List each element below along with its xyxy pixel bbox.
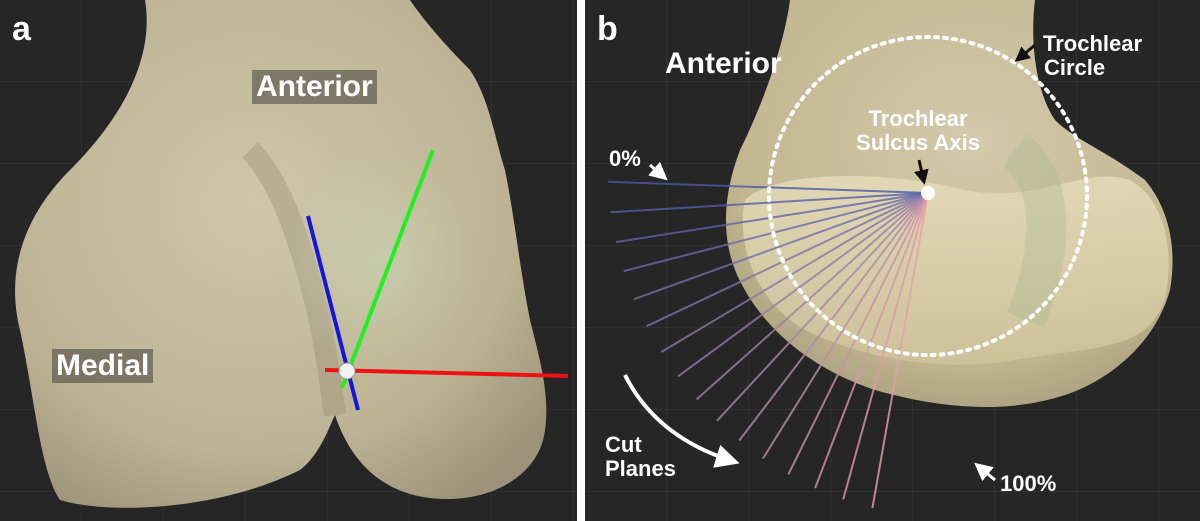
cut-planes-label: Cut Planes [605,433,676,481]
condyle-highlight [285,150,475,370]
label-anterior: Anterior [252,70,377,104]
label-anterior: Anterior [665,48,782,80]
label-medial: Medial [52,349,153,383]
zero-percent-label: 0% [609,147,641,171]
panel-b: b Anterior Trochlear Circle Trochlear Su… [585,0,1200,521]
panel-letter-a: a [12,12,31,46]
trochlear-circle-label-line1: Trochlear [1043,32,1142,56]
panel-letter-b: b [597,12,618,46]
trochlear-circle-label: Trochlear Circle [1043,32,1142,80]
sulcus-axis-label-line1: Trochlear [843,107,993,131]
cut-planes-label-line1: Cut [605,433,676,457]
cut-planes-label-line2: Planes [605,457,676,481]
sulcus-axis-label-line2: Sulcus Axis [843,131,993,155]
origin-marker [339,363,355,379]
trochlear-sulcus-axis-point [921,186,935,200]
trochlear-sulcus-axis-label: Trochlear Sulcus Axis [843,107,993,155]
panel-a: a Anterior Medial [0,0,577,521]
trochlear-circle-label-line2: Circle [1043,56,1142,80]
hundred-percent-label: 100% [1000,472,1056,496]
